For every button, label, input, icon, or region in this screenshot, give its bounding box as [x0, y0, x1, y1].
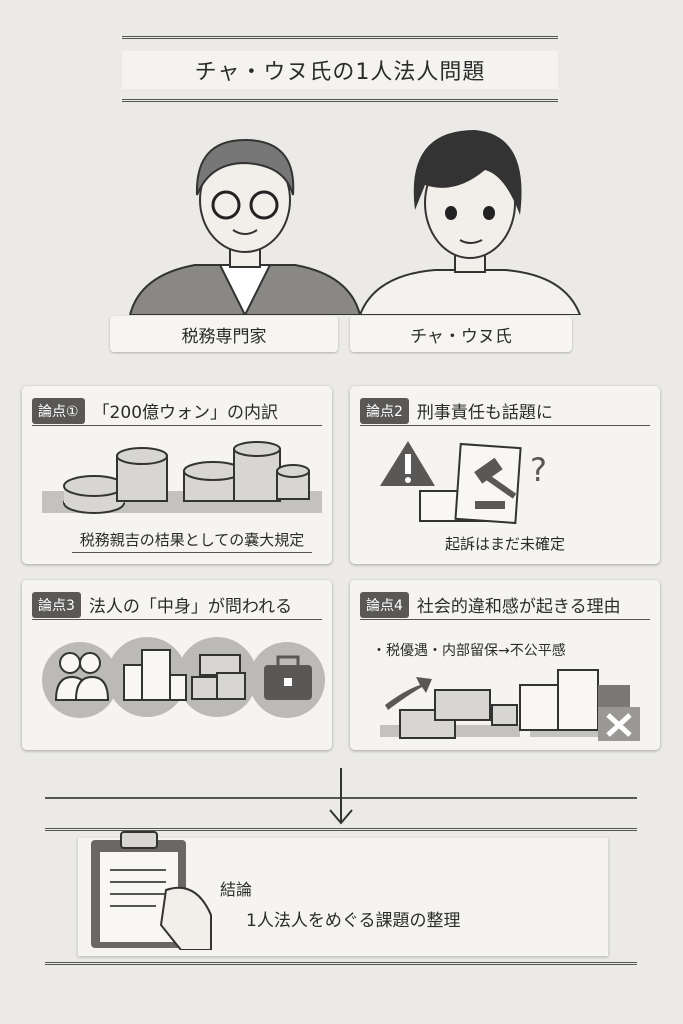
conclusion-label: 結論 [220, 880, 253, 899]
point-title: 社会的違和感が起きる理由 [416, 597, 621, 617]
arrow-down-icon [329, 768, 353, 825]
point-caption: ・税優遇・内部留保→不公平感 [372, 643, 566, 659]
point-caption: 起訴はまだ未確定 [444, 535, 565, 553]
building-icon [123, 649, 187, 701]
divider-line [45, 828, 637, 831]
cha-eunwoo-illustration [358, 130, 582, 315]
money-buildings-unfair-icon [380, 669, 640, 741]
conclusion-text: 1人法人をめぐる課題の整理 [246, 911, 461, 931]
briefcase-icon [264, 655, 312, 700]
svg-text:?: ? [530, 451, 547, 489]
divider-line [45, 962, 637, 965]
tax-expert-label: 税務専門家 [110, 316, 338, 352]
page-title: チャ・ウヌ氏の1人法人問題 [122, 51, 558, 89]
corporation-contents-icons [42, 637, 325, 718]
point-title: 刑事責任も話題に [416, 403, 553, 423]
cha-eunwoo-label: チャ・ウヌ氏 [350, 316, 572, 352]
point-title: 法人の「中身」が問われる [88, 597, 293, 617]
point-card-1: 論点① 「200億ウォン」の内訳 税務親吉の桔果としての嚢大規定 [22, 386, 332, 564]
title-banner: チャ・ウヌ氏の1人法人問題 [122, 36, 558, 102]
point-title: 「200億ウォン」の内訳 [92, 403, 279, 423]
clipboard-icon [91, 831, 212, 950]
point-card-4: 論点4 社会的違和感が起きる理由 ・税優遇・内部留保→不公平感 [350, 580, 660, 750]
warning-gavel-icon: ? [380, 441, 547, 525]
coin-stacks-icon [42, 441, 322, 514]
point-caption: 税務親吉の桔果としての嚢大規定 [72, 529, 312, 553]
point-badge: 論点2 [360, 397, 409, 424]
tax-expert-illustration [128, 138, 362, 315]
people-icon [54, 652, 110, 701]
point-card-3: 論点3 法人の「中身」が問われる [22, 580, 332, 750]
point-badge: 論点① [32, 397, 85, 424]
conclusion-box: 結論 1人法人をめぐる課題の整理 [78, 831, 608, 956]
money-icon [191, 654, 246, 700]
point-card-2: 論点2 刑事責任も話題に ? 起訴はまだ未確定 [350, 386, 660, 564]
point-badge: 論点3 [32, 591, 81, 618]
point-badge: 論点4 [360, 591, 409, 618]
